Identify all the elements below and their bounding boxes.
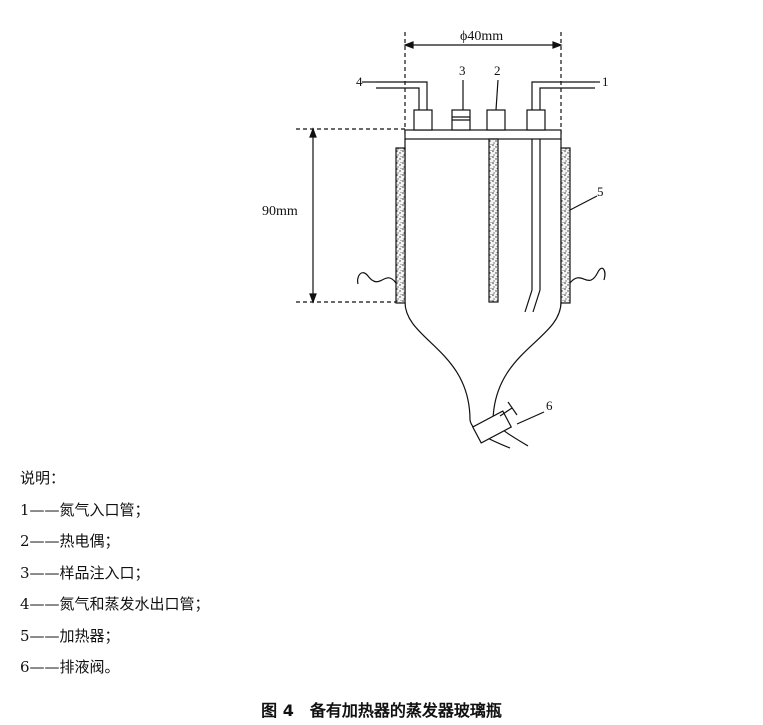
thermocouple xyxy=(488,138,499,303)
legend-item: 1——氮气入口管； xyxy=(20,500,150,519)
callout-6: 6 xyxy=(546,398,553,413)
nitrogen-inlet-tube xyxy=(531,81,595,110)
drain-valve xyxy=(471,410,513,444)
callout-3: 3 xyxy=(459,63,466,78)
nitrogen-outlet-tube xyxy=(376,81,428,110)
evaporator-flask-diagram: ϕ40mm 90mm 1 2 3 4 5 6 xyxy=(262,29,609,449)
heater-right xyxy=(560,147,571,304)
height-dimension-label: 90mm xyxy=(262,204,298,219)
figure-number: 图 4 xyxy=(261,701,294,720)
height-dimension xyxy=(296,127,405,304)
legend: 说明： 1——氮气入口管； 2——热电偶； 3——样品注入口； 4——氮气和蒸发… xyxy=(20,463,210,684)
flask-lid xyxy=(404,129,562,140)
callout-4: 4 xyxy=(356,74,363,89)
heater-wire-right xyxy=(569,267,606,284)
cap-thermocouple xyxy=(486,109,506,131)
callout-1: 1 xyxy=(602,74,609,89)
callout-5: 5 xyxy=(597,184,604,199)
legend-item: 5——加热器； xyxy=(20,626,120,645)
flask-body xyxy=(404,139,471,421)
width-dimension xyxy=(403,32,563,135)
width-dimension-label: ϕ40mm xyxy=(460,29,503,44)
legend-item: 2——热电偶； xyxy=(20,532,120,550)
callout-2: 2 xyxy=(494,63,501,78)
legend-item: 3——样品注入口； xyxy=(20,563,150,582)
figure-caption: 图 4 备有加热器的蒸发器玻璃瓶 xyxy=(0,697,763,721)
cap-nitrogen-inlet xyxy=(526,109,546,131)
heater-wire-left xyxy=(357,272,397,285)
cap-nitrogen-outlet xyxy=(413,109,433,131)
heater-left xyxy=(395,147,406,304)
figure-title: 备有加热器的蒸发器玻璃瓶 xyxy=(309,701,502,720)
legend-title: 说明： xyxy=(20,469,66,487)
legend-item: 4——氮气和蒸发水出口管； xyxy=(20,595,210,613)
legend-item: 6——排液阀。 xyxy=(20,658,120,676)
